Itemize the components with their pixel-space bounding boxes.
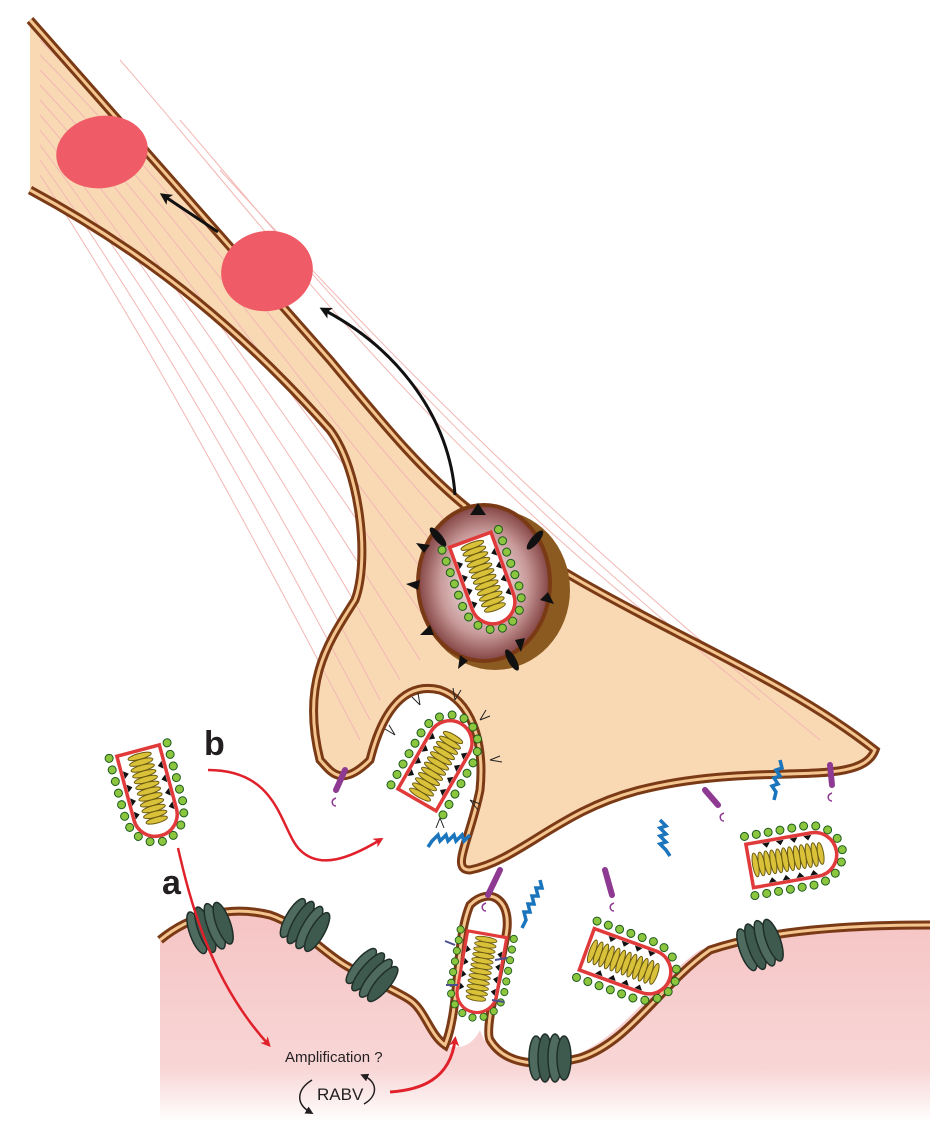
label-b: b bbox=[204, 725, 225, 763]
nicotinic-receptor-icon-4 bbox=[529, 1034, 571, 1082]
label-a: a bbox=[162, 864, 182, 902]
amplification-label: Amplification ? bbox=[285, 1049, 383, 1066]
virion-icon-free bbox=[104, 738, 196, 854]
rabv-label: RABV bbox=[317, 1085, 364, 1104]
muscle-cell bbox=[160, 911, 930, 1122]
virion-icon-bound-neuron bbox=[740, 815, 852, 900]
path-b-arrow bbox=[208, 770, 380, 860]
